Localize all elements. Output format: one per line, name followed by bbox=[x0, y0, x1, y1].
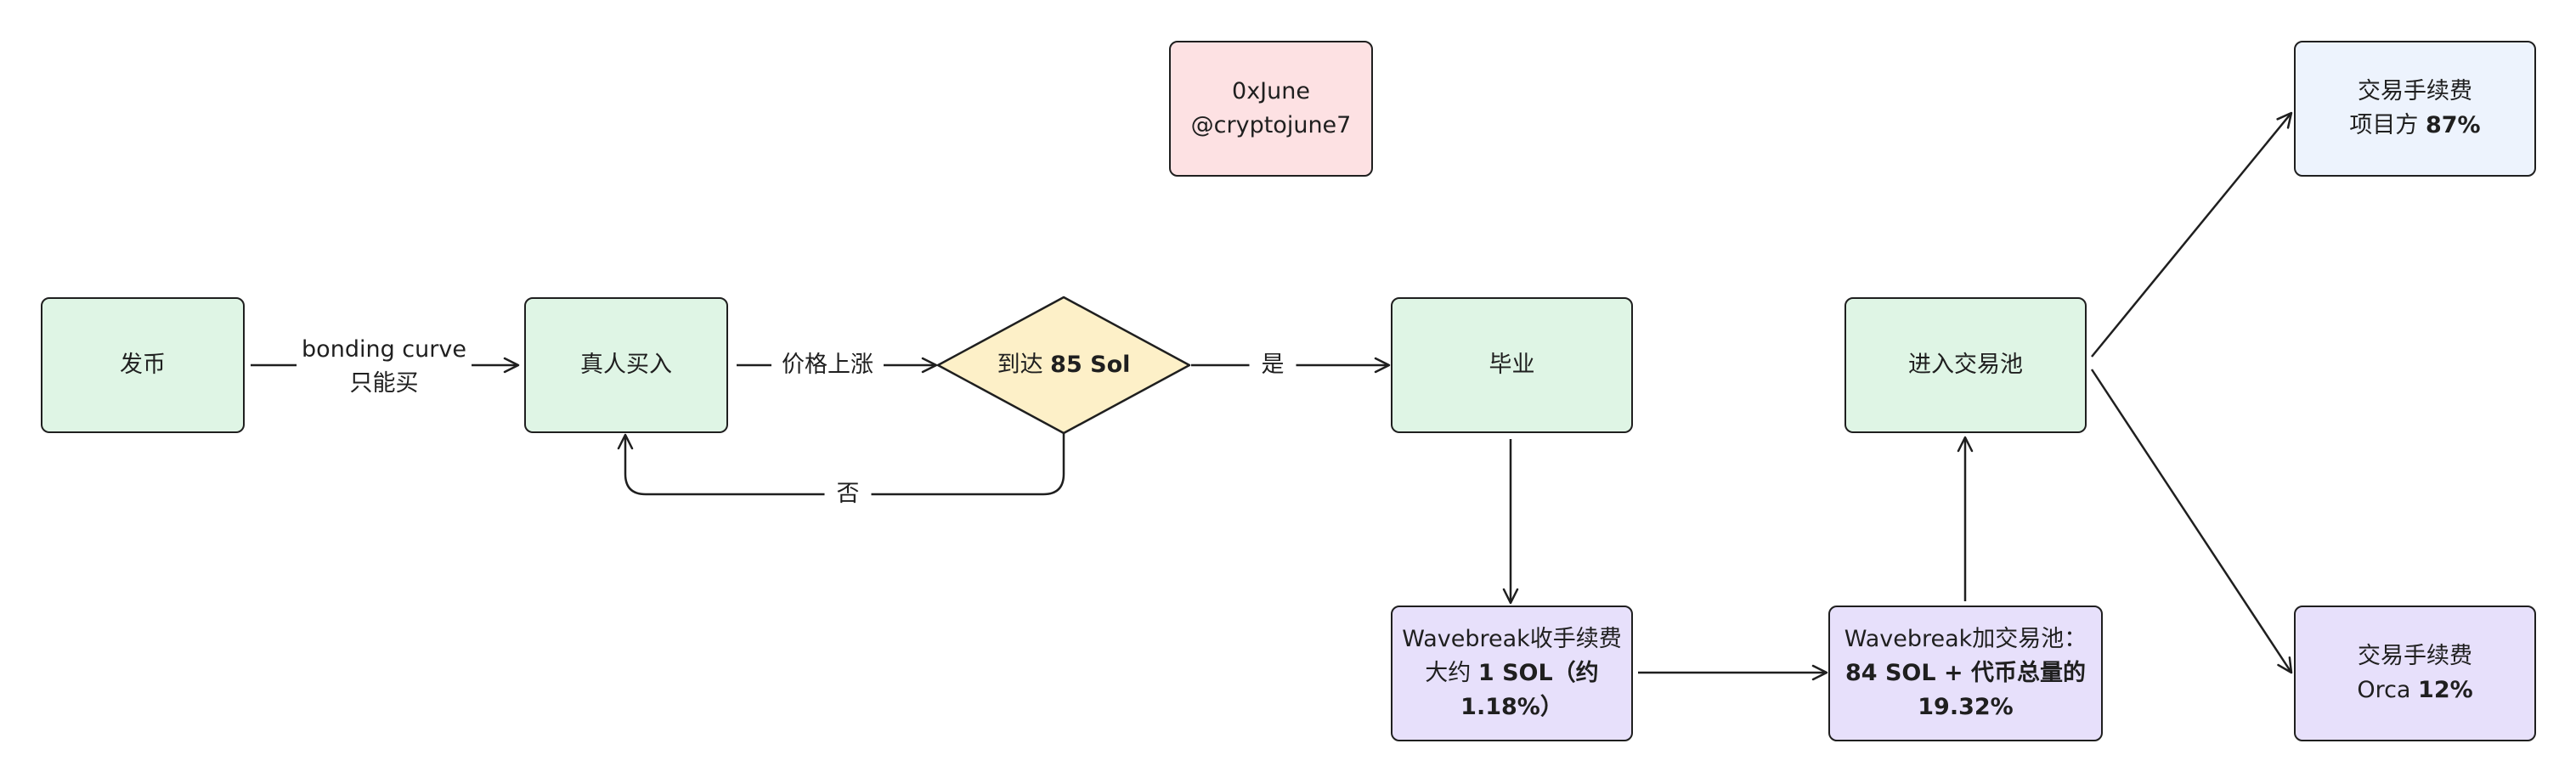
node-enter-pool: 进入交易池 bbox=[1844, 297, 2087, 433]
node-fee-collect: Wavebreak收手续费 大约 1 SOL（约 1.18%） bbox=[1391, 606, 1633, 741]
node-issue-token: 发币 bbox=[41, 297, 245, 433]
node-add-pool: Wavebreak加交易池： 84 SOL + 代币总量的 19.32% bbox=[1828, 606, 2103, 741]
edge-label-price-up: 价格上涨 bbox=[771, 348, 884, 382]
decision-diamond bbox=[936, 296, 1191, 435]
edge-label-yes: 是 bbox=[1249, 348, 1296, 382]
edge-enter-to-project bbox=[2091, 111, 2293, 358]
author-name: 0xJune bbox=[1232, 78, 1310, 104]
decision-label: 到达 85 Sol bbox=[997, 352, 1131, 378]
node-real-buy: 真人买入 bbox=[524, 297, 728, 433]
edge-label-bonding-curve: bonding curve 只能买 bbox=[297, 333, 472, 401]
edge-enter-to-orca bbox=[2090, 369, 2293, 674]
node-graduate: 毕业 bbox=[1391, 297, 1633, 433]
edge-label-no: 否 bbox=[824, 477, 872, 511]
author-box: 0xJune @cryptojune7 bbox=[1169, 41, 1373, 177]
node-fee-orca: 交易手续费 Orca 12% bbox=[2294, 606, 2536, 741]
node-fee-project: 交易手续费 项目方 87% bbox=[2294, 41, 2536, 177]
author-handle: @cryptojune7 bbox=[1190, 112, 1352, 138]
